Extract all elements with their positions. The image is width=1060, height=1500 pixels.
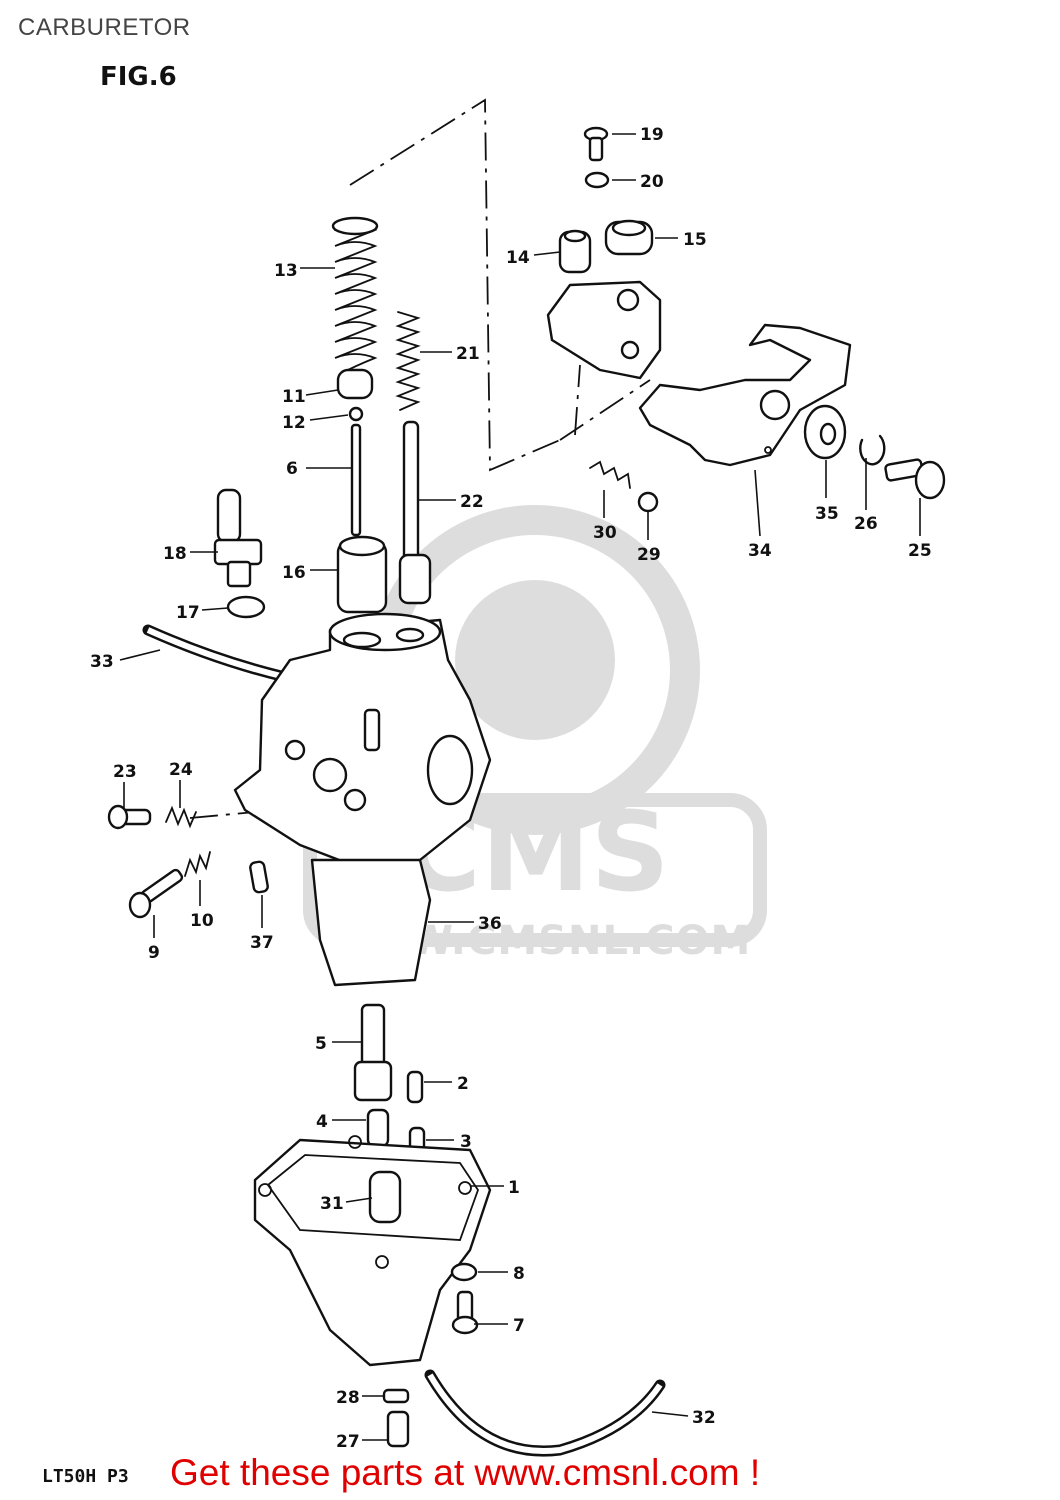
callout-11: 11 <box>282 387 306 407</box>
callout-1: 1 <box>508 1178 520 1198</box>
part-needle-6 <box>350 423 362 537</box>
callout-18: 18 <box>163 544 187 564</box>
figure-label: FIG.6 <box>100 62 177 92</box>
part-clip-26 <box>859 434 886 466</box>
callout-37: 37 <box>250 933 274 953</box>
callout-5: 5 <box>315 1034 327 1054</box>
callout-6: 6 <box>286 459 298 479</box>
callout-12: 12 <box>282 413 306 433</box>
alignment-line-idle <box>189 811 256 819</box>
callout-17: 17 <box>176 603 200 623</box>
callout-10: 10 <box>190 911 214 931</box>
page-title: CARBURETOR <box>18 14 191 41</box>
alignment-line-choke <box>574 364 581 436</box>
part-pilot-jet-4 <box>366 1108 390 1148</box>
callout-32: 32 <box>692 1408 716 1428</box>
part-fitting-18 <box>213 488 263 588</box>
callout-31: 31 <box>320 1194 344 1214</box>
part-screw-19 <box>583 126 609 162</box>
callout-26: 26 <box>854 514 878 534</box>
part-washer-20 <box>584 171 610 189</box>
part-spring-30 <box>589 460 631 489</box>
part-screw-7 <box>451 1290 479 1335</box>
part-screw-9 <box>128 868 184 919</box>
part-cap-14 <box>558 229 592 274</box>
part-spring-21 <box>395 311 421 411</box>
callout-9: 9 <box>148 943 160 963</box>
part-spring-24 <box>165 805 197 829</box>
callout-15: 15 <box>683 230 707 250</box>
callout-3: 3 <box>460 1132 472 1152</box>
part-spring-13 <box>331 216 379 375</box>
callout-21: 21 <box>456 344 480 364</box>
callout-27: 27 <box>336 1432 360 1452</box>
callout-16: 16 <box>282 563 306 583</box>
part-jet-holder-5 <box>353 1003 393 1102</box>
callout-8: 8 <box>513 1264 525 1284</box>
model-code: LT50H P3 <box>42 1466 129 1487</box>
callout-30: 30 <box>593 523 617 543</box>
part-throttle-valve-16 <box>336 535 388 614</box>
part-retainer-11 <box>336 368 374 400</box>
callout-28: 28 <box>336 1388 360 1408</box>
callout-4: 4 <box>316 1112 328 1132</box>
callout-20: 20 <box>640 172 664 192</box>
callout-24: 24 <box>169 760 193 780</box>
callout-33: 33 <box>90 652 114 672</box>
callout-34: 34 <box>748 541 772 561</box>
part-washer-28 <box>382 1388 410 1404</box>
callout-23: 23 <box>113 762 137 782</box>
part-choke-housing <box>546 280 662 380</box>
part-pin-37 <box>249 860 269 894</box>
part-drain-tube-32 <box>424 1369 666 1457</box>
part-jet-2 <box>406 1070 424 1104</box>
alignment-line-upper <box>349 98 561 472</box>
callout-7: 7 <box>513 1316 525 1336</box>
alignment-line-right <box>559 379 651 441</box>
part-ball-29 <box>637 491 659 513</box>
part-screw-25 <box>884 458 946 500</box>
part-clip-12 <box>348 406 364 422</box>
footer-cta-link[interactable]: Get these parts at www.cmsnl.com ! <box>170 1452 761 1493</box>
part-spring-10 <box>184 851 211 877</box>
callout-2: 2 <box>457 1074 469 1094</box>
callout-35: 35 <box>815 504 839 524</box>
part-drain-screw-27 <box>386 1410 410 1448</box>
part-choke-plunger-22 <box>398 420 432 605</box>
part-screw-23 <box>107 804 152 830</box>
callout-25: 25 <box>908 541 932 561</box>
part-lever-34 <box>638 323 852 467</box>
part-float-bowl <box>253 1135 492 1367</box>
part-carburetor-body <box>233 612 492 987</box>
callout-14: 14 <box>506 248 530 268</box>
part-washer-17 <box>226 595 266 619</box>
part-cap-15 <box>604 219 654 256</box>
part-washer-8 <box>450 1262 478 1282</box>
leader-lines <box>119 133 921 1441</box>
part-washer-35 <box>803 404 847 460</box>
callout-13: 13 <box>274 261 298 281</box>
callout-19: 19 <box>640 125 664 145</box>
callout-36: 36 <box>478 914 502 934</box>
callout-22: 22 <box>460 492 484 512</box>
callout-29: 29 <box>637 545 661 565</box>
